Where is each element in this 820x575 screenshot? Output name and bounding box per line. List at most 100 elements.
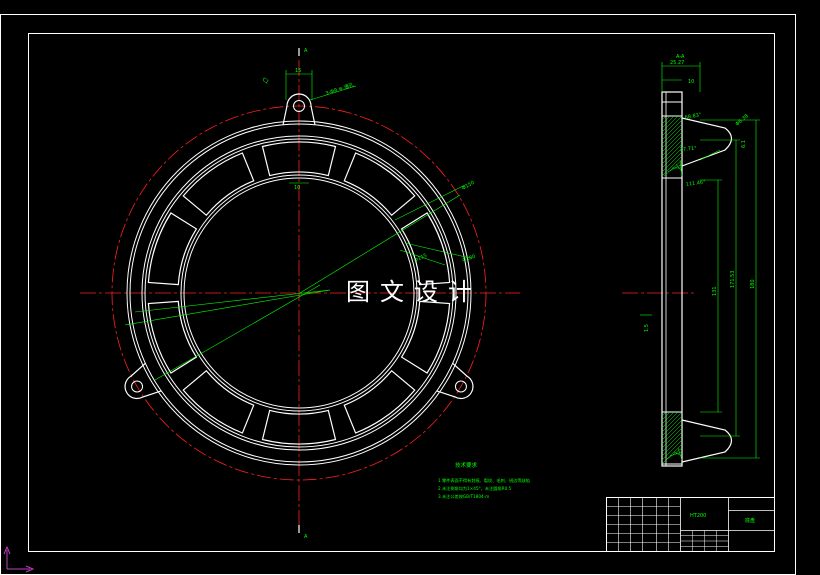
note-line-2: 2.未注倒角均为1×45°，未注圆角R0.5 (438, 485, 512, 492)
section-label: A-A (676, 54, 685, 60)
rim-pocket (182, 369, 255, 434)
leader (309, 85, 357, 101)
leader-inner (399, 249, 446, 266)
title-block-grid (606, 497, 729, 552)
angle-2: 27.71° (680, 146, 698, 153)
pitch-circle (111, 105, 487, 481)
inner-ring (180, 174, 418, 412)
leader-diag (299, 194, 461, 294)
rim-pocket (343, 369, 416, 434)
dim-lug-width: 15 (295, 68, 301, 74)
hatch-line (661, 139, 683, 161)
mounting-lug (436, 362, 474, 400)
hatch-line (665, 447, 683, 461)
hatch-line (661, 115, 671, 125)
section-mark-bottom: A (304, 534, 308, 540)
dim-inner-ring: Φ115 (413, 253, 428, 264)
dim-height-2: 171.53 (730, 271, 736, 289)
dim-outer: Φ150 (461, 180, 476, 192)
leader (699, 149, 721, 161)
leader-diag (134, 289, 331, 313)
rim-inner-edge (144, 138, 454, 448)
hatch-line (661, 143, 683, 165)
lug-outline (282, 93, 316, 126)
dim-chamfer: Φ6.38 (734, 113, 749, 127)
hatch-line (661, 435, 683, 457)
hatch-line (661, 151, 683, 173)
hatch-line (661, 115, 679, 133)
dim-small: 6.1 (741, 140, 747, 148)
lug-outline (124, 362, 162, 400)
dim-height-1: 131 (712, 286, 718, 296)
hatch-line (661, 123, 683, 145)
lug-hole (293, 100, 305, 112)
title-block: HT200 底盘 (606, 497, 775, 552)
hatch-line (661, 115, 667, 121)
notes-title: 技术要求 (455, 461, 478, 469)
hatch-line (661, 135, 683, 157)
hatch-line (677, 447, 683, 461)
hatch-line (661, 411, 675, 425)
rim-inner-edge (141, 135, 457, 451)
leader-diag (154, 284, 321, 381)
hatch-line (679, 159, 683, 177)
dim-left: 1.5 (644, 324, 650, 332)
rim-pocket (343, 152, 416, 217)
hatched-section (661, 115, 683, 179)
lug-outline (436, 362, 474, 400)
dim-top-width: 25.27 (670, 60, 684, 66)
hatch-line (661, 127, 683, 149)
hatch-line (661, 415, 683, 437)
hatch-line (661, 411, 679, 429)
watermark-text: 图文设计 (346, 278, 482, 306)
hatch-line (661, 411, 683, 433)
hatch-line (661, 439, 683, 461)
hatch-line (661, 131, 683, 153)
dim-hole: 3-Φ9 ≡ 通孔 (324, 81, 354, 97)
lug-hole (454, 380, 467, 393)
hatch-line (675, 163, 683, 173)
leader-outer (394, 184, 466, 221)
angle-1: 68.83° (684, 112, 702, 121)
side-lug-top (681, 117, 733, 167)
title-block-part-name: 底盘 (745, 517, 755, 524)
outer-rim (126, 120, 472, 466)
dim-rib: 10 (294, 185, 300, 191)
hatch-line (661, 155, 683, 177)
hatch-line (661, 427, 683, 449)
hatch-line (661, 423, 683, 445)
hatch-line (661, 119, 683, 141)
dim-top-small: 10 (688, 79, 694, 85)
section-outline (661, 115, 683, 179)
hatch-line (661, 431, 683, 453)
ucs-icon (3, 545, 35, 573)
lug-hole (131, 380, 144, 393)
leader-pcd (404, 242, 471, 259)
rim-pocket (261, 141, 337, 177)
note-line-3: 3.未注公差按GB/T1804-m (438, 493, 489, 500)
hatch-line (661, 115, 675, 129)
rim-pocket (400, 212, 451, 286)
hatch-line (661, 443, 683, 465)
side-lug-bottom (681, 419, 733, 463)
hatch-line (661, 147, 683, 169)
side-view: A-A25.27 10 68.83° 27.71° 111.46° Φ6.38 6.1 131… (622, 54, 760, 467)
note-line-1: 1.零件表面不得有划痕、裂纹、毛刺、锐边等缺陷 (438, 477, 530, 484)
hatch-line (661, 115, 683, 137)
rim-pocket (147, 212, 198, 286)
rim-pocket (182, 152, 255, 217)
mounting-lug (124, 362, 162, 400)
top-tab (661, 91, 683, 103)
outer-rim-inner (129, 123, 469, 463)
hatch-line (661, 411, 667, 417)
technical-notes: 技术要求 1.零件表面不得有划痕、裂纹、毛刺、锐边等缺陷 2.未注倒角均为1×4… (438, 461, 530, 500)
section-outline (661, 411, 683, 465)
mounting-lug (282, 93, 316, 126)
rim-pocket (261, 409, 337, 445)
hatch-line (661, 411, 671, 421)
dim-height-3: 180 (750, 279, 756, 289)
rim-pocket (147, 300, 198, 374)
angle-3: 111.46° (685, 179, 706, 188)
hatch-line (669, 451, 683, 457)
